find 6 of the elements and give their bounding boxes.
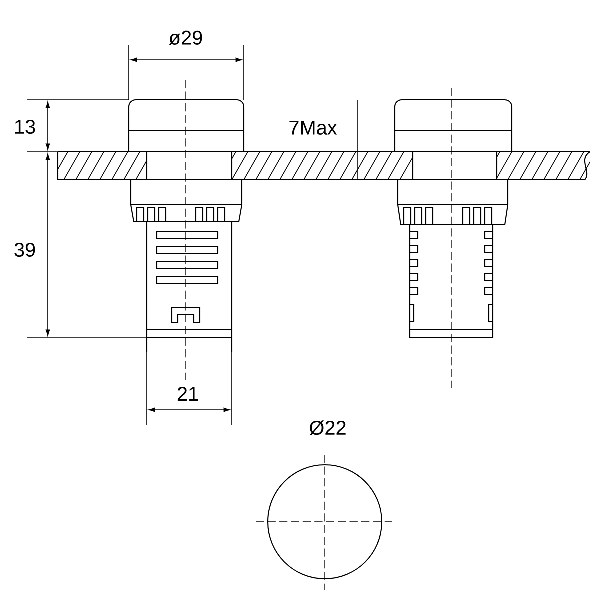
dimension-label: ø29 [169, 30, 202, 46]
dimension-label: Ø22 [310, 420, 346, 436]
dimension-label: 39 [14, 242, 36, 258]
dimension-label: 13 [15, 120, 36, 134]
dimension-label: 21 [178, 387, 198, 401]
dimension-label: 7Max [290, 121, 338, 135]
